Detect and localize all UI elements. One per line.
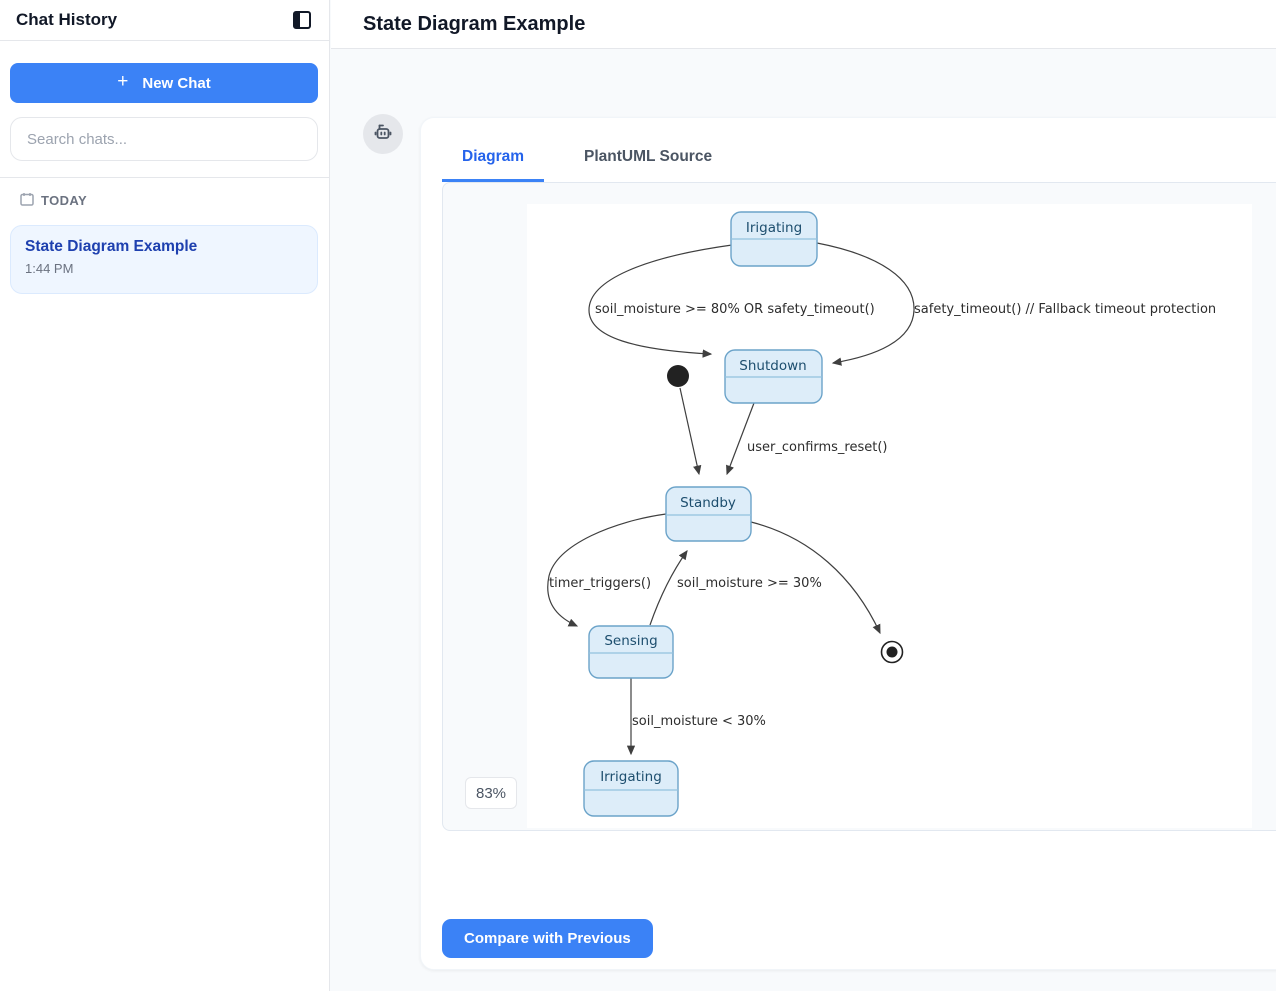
chat-history-sidebar: Chat History + New Chat TODAY State Diag… bbox=[0, 0, 330, 991]
final-state bbox=[880, 640, 904, 664]
svg-text:Shutdown: Shutdown bbox=[739, 358, 806, 374]
edge-sensing-standby bbox=[649, 550, 688, 626]
calendar-icon bbox=[20, 192, 34, 209]
initial-state-dot bbox=[667, 365, 689, 387]
edge-label-user-confirms: user_confirms_reset() bbox=[747, 440, 888, 455]
edge-label-safety-timeout: safety_timeout() // Fallback timeout pro… bbox=[914, 302, 1216, 317]
state-irrigating-bottom: Irrigating bbox=[583, 760, 679, 817]
diagram-viewer[interactable]: Irigating Shutdown Standby bbox=[442, 182, 1276, 831]
sidebar-collapse-icon[interactable] bbox=[291, 9, 313, 31]
edge-label-moisture30-ge: soil_moisture >= 30% bbox=[677, 576, 822, 591]
state-diagram-image: Irigating Shutdown Standby bbox=[527, 204, 1252, 828]
sidebar-header: Chat History bbox=[0, 0, 329, 41]
edge-irigating-shutdown-right bbox=[816, 242, 915, 366]
chat-content: Diagram PlantUML Source bbox=[331, 49, 1276, 991]
new-chat-button[interactable]: + New Chat bbox=[10, 63, 318, 103]
state-sensing: Sensing bbox=[588, 625, 674, 679]
chat-item-title: State Diagram Example bbox=[25, 238, 198, 255]
compare-with-previous-button[interactable]: Compare with Previous bbox=[442, 919, 653, 958]
svg-text:Irigating: Irigating bbox=[746, 220, 802, 236]
plus-icon: + bbox=[117, 71, 129, 92]
edge-label-moisture30-lt: soil_moisture < 30% bbox=[632, 714, 766, 729]
sidebar-title: Chat History bbox=[16, 10, 118, 29]
edge-label-moisture80: soil_moisture >= 80% OR safety_timeout() bbox=[595, 302, 875, 317]
assistant-avatar bbox=[363, 114, 403, 154]
zoom-level-badge: 83% bbox=[465, 777, 517, 809]
state-diagram-svg: Irigating Shutdown Standby bbox=[547, 211, 1216, 817]
page-title: State Diagram Example bbox=[363, 12, 586, 35]
svg-text:Irrigating: Irrigating bbox=[600, 769, 662, 785]
search-chats-input[interactable] bbox=[10, 117, 318, 161]
state-shutdown: Shutdown bbox=[724, 349, 823, 404]
tab-bar: Diagram PlantUML Source bbox=[442, 140, 1276, 182]
today-section-label: TODAY bbox=[20, 192, 313, 209]
chat-list-item[interactable]: State Diagram Example 1:44 PM bbox=[10, 225, 318, 294]
new-chat-label: New Chat bbox=[142, 74, 211, 92]
main-header: State Diagram Example bbox=[331, 0, 1276, 49]
state-standby: Standby bbox=[665, 486, 752, 542]
edge-standby-sensing bbox=[547, 513, 667, 627]
main-area: State Diagram Example Diagram PlantUML S… bbox=[331, 0, 1276, 991]
svg-text:Standby: Standby bbox=[680, 495, 736, 511]
edge-irigating-shutdown-left bbox=[588, 244, 733, 358]
tab-diagram[interactable]: Diagram bbox=[442, 140, 545, 182]
sidebar-divider bbox=[0, 177, 329, 178]
state-irigating-top: Irigating bbox=[730, 211, 818, 267]
robot-icon bbox=[372, 121, 394, 148]
edge-initial-standby bbox=[679, 387, 702, 476]
edge-standby-final bbox=[750, 521, 881, 635]
svg-text:Sensing: Sensing bbox=[604, 633, 657, 649]
edge-label-timer-triggers: timer_triggers() bbox=[549, 576, 651, 591]
diagram-card: Diagram PlantUML Source bbox=[420, 117, 1276, 970]
edge-shutdown-standby bbox=[726, 402, 755, 476]
tab-plantuml-source[interactable]: PlantUML Source bbox=[584, 148, 713, 165]
chat-item-time: 1:44 PM bbox=[25, 261, 74, 276]
